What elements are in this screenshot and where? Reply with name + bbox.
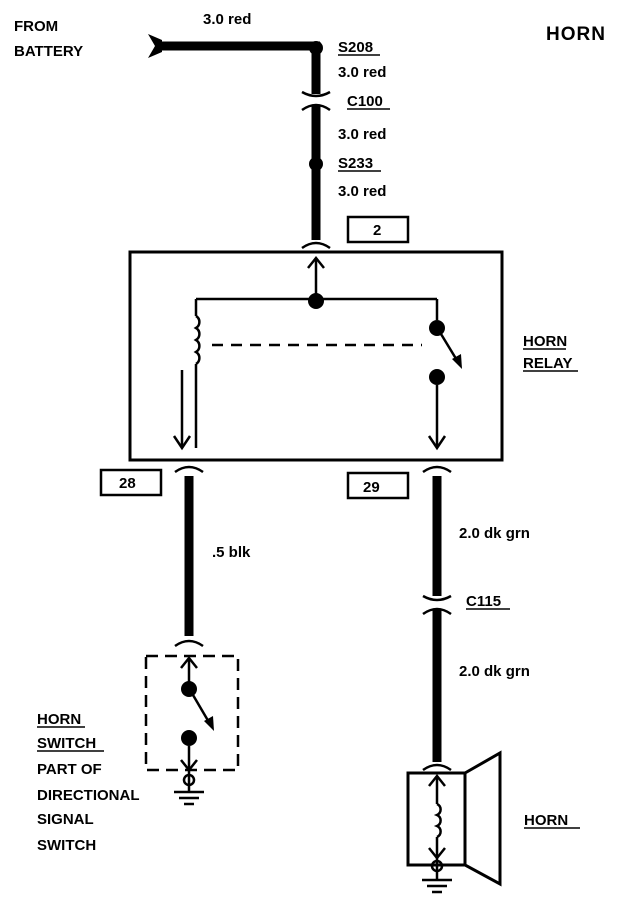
relay-label-line2: RELAY [523,355,572,372]
wire-label-to-horn-upper: 2.0 dk grn [459,525,530,542]
relay-coil [193,314,201,366]
wire-label-battery-feed: 3.0 red [203,11,251,28]
switch-label-line5: SIGNAL [37,811,94,828]
terminal-28-label: 28 [119,475,136,492]
horn-switch-upper-dot [181,681,197,697]
switch-label-line3: PART OF [37,761,102,778]
relay-contact-lower-dot [429,369,445,385]
relay-input-arrow [307,255,325,269]
terminal-2-label: 2 [373,222,381,239]
relay-label-line1: HORN [523,333,567,350]
relay-contact-upper-dot [429,320,445,336]
terminal-29-box [346,471,410,500]
terminal-28-box [99,468,163,497]
splice-s208-dot [309,41,323,55]
switch-label-line2: SWITCH [37,735,96,752]
connector-c115-lower [422,607,452,616]
relay-junction-dot [308,293,324,309]
horn-switch-ground-ring [182,773,196,787]
connector-c100-lower [301,103,331,112]
wire-label-to-horn-lower: 2.0 dk grn [459,663,530,680]
relay-out28-cap [174,465,204,474]
terminal-29-label: 29 [363,479,380,496]
splice-s233-label: S233 [338,155,373,172]
battery-label-line1: FROM [14,18,58,35]
wire-label-after-c100: 3.0 red [338,126,386,143]
splice-s208-label: S208 [338,39,373,56]
wire-label-after-s233: 3.0 red [338,183,386,200]
switch-label-line4: DIRECTIONAL [37,787,140,804]
connector-c115-upper [422,594,452,602]
horn-switch-arrowhead [204,716,214,731]
horn-switch-ground-arrow [180,759,198,773]
wire-label-after-s208: 3.0 red [338,64,386,81]
horn-relay-box [128,250,504,462]
switch-label-line6: SWITCH [37,837,96,854]
horn-switch-ground-icon [174,790,204,806]
switch-input-cap [174,639,204,648]
relay-input-cap [301,241,331,250]
relay-out29-cap [422,465,452,474]
horn-ground-arrow [428,847,446,861]
relay-left-output-arrow [172,435,192,451]
horn-switch-blade [191,694,212,725]
horn-coil [433,802,442,839]
splice-s233-dot [309,157,323,171]
horn-label: HORN [524,812,568,829]
connector-c100-label: C100 [347,93,383,110]
wire-label-to-switch: .5 blk [212,544,251,561]
horn-ground-icon [422,878,452,894]
horn-switch-lower-dot [181,730,197,746]
horn-input-cap [422,763,452,772]
terminal-2-box [346,215,410,244]
relay-right-output-arrow [427,435,447,451]
horn-bell [463,750,502,887]
horn-ground-ring [430,859,444,873]
diagram-title: HORN [546,24,606,45]
relay-contact-arrowhead [452,354,462,369]
horn-switch-enclosure [144,654,240,772]
switch-label-line1: HORN [37,711,81,728]
connector-c100-upper [301,90,331,98]
battery-label-line2: BATTERY [14,43,83,60]
connector-c115-label: C115 [466,593,501,610]
